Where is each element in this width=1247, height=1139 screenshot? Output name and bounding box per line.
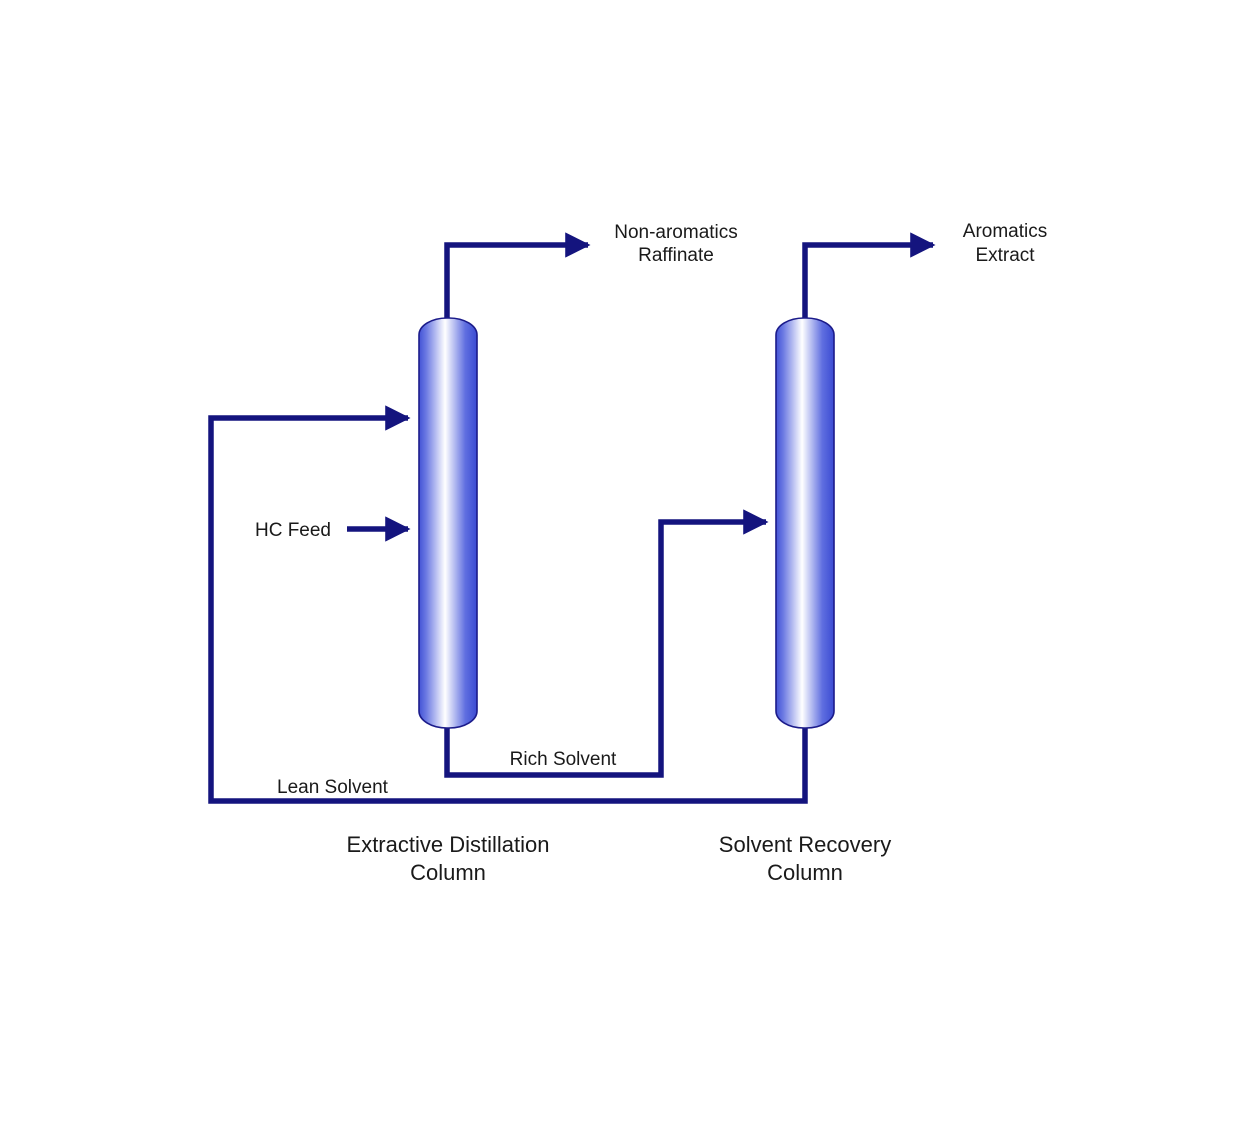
extractive-column-label-line2: Column (410, 860, 486, 885)
hc-feed-label: HC Feed (255, 520, 331, 541)
rich-solvent-line (444, 509, 769, 778)
recovery-column-label-line1: Solvent Recovery (719, 832, 891, 857)
recovery-column-label-line2: Column (767, 860, 843, 885)
solvent-recovery-column (775, 317, 835, 729)
aromatics-label-line2: Extract (975, 245, 1035, 266)
non-aromatics-raffinate-line (444, 232, 591, 322)
rich-solvent-label: Rich Solvent (510, 749, 617, 770)
extractive-distillation-column (418, 317, 478, 729)
non-aromatics-label-line1: Non-aromatics (614, 222, 738, 243)
lean-solvent-recycle-line (208, 405, 808, 804)
aromatics-label-line1: Aromatics (963, 221, 1047, 242)
lean-solvent-label: Lean Solvent (277, 777, 389, 798)
non-aromatics-label-line2: Raffinate (638, 245, 714, 266)
extractive-column-label-line1: Extractive Distillation (347, 832, 550, 857)
aromatics-extract-line (802, 232, 936, 322)
